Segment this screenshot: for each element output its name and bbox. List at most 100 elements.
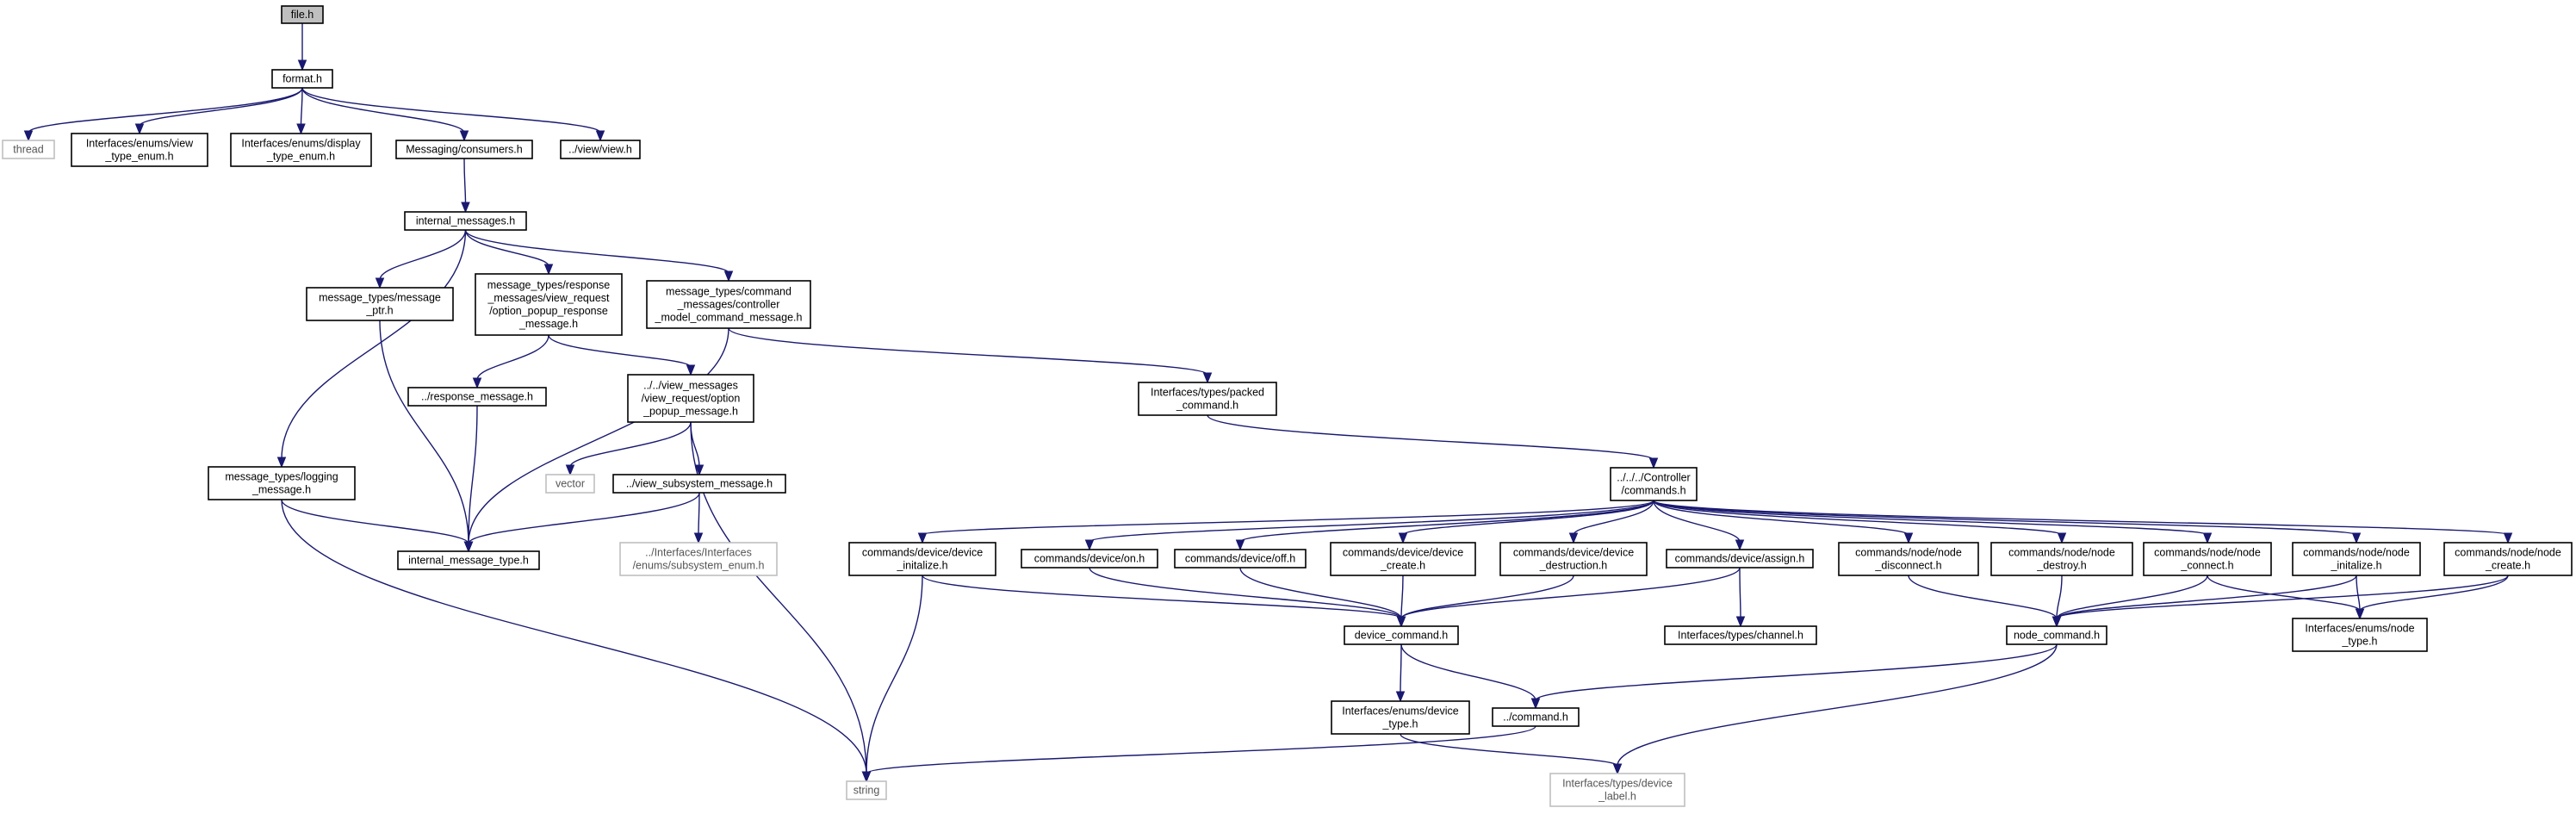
- graph-node-device-command[interactable]: device_command.h: [1344, 625, 1459, 645]
- node-label-line: message_types/command: [666, 286, 791, 298]
- nodes-layer: file.h format.h thread Interfaces/enums/vie…: [2, 5, 2573, 807]
- graph-node-node-command[interactable]: node_command.h: [2006, 625, 2107, 645]
- graph-node-consumers-h[interactable]: Messaging/consumers.h: [395, 140, 533, 159]
- graph-node-node-type[interactable]: Interfaces/enums/node_type.h: [2292, 618, 2428, 652]
- edge-arrowhead: [2503, 532, 2513, 544]
- node-label-line: ../../../Controller: [1617, 472, 1690, 484]
- graph-node-vector[interactable]: vector: [545, 474, 595, 494]
- graph-node-subsystem-enum[interactable]: ../Interfaces/Interfaces/enums/subsystem…: [619, 542, 778, 576]
- graph-node-view-h[interactable]: ../view/view.h: [560, 140, 641, 159]
- node-box: [1331, 700, 1470, 735]
- graph-node-device-off[interactable]: commands/device/off.h: [1174, 549, 1307, 569]
- node-box: [407, 387, 547, 407]
- graph-node-node-connect[interactable]: commands/node/node_connect.h: [2143, 542, 2272, 576]
- graph-node-channel-h[interactable]: Interfaces/types/channel.h: [1664, 625, 1817, 645]
- graph-node-thread[interactable]: thread: [2, 140, 55, 159]
- graph-node-option-popup-response[interactable]: message_types/response_messages/view_req…: [475, 273, 623, 336]
- edge-controller-commands-to-device-on: [1089, 500, 1654, 543]
- edge-arrowhead: [1398, 532, 1408, 544]
- graph-node-device-on[interactable]: commands/device/on.h: [1021, 549, 1158, 569]
- edge-arrowhead: [565, 464, 575, 476]
- graph-node-node-create[interactable]: commands/node/node_create.h: [2443, 542, 2573, 576]
- node-label-line: ../command.h: [1503, 711, 1568, 724]
- edge-device-type-to-device-label: [1400, 733, 1618, 767]
- node-label-line: commands/device/device: [862, 547, 983, 559]
- edge-arrowhead: [1395, 691, 1406, 703]
- edge-controller-commands-to-device-off: [1239, 500, 1654, 543]
- node-box: [2, 140, 55, 159]
- graph-node-controller-commands[interactable]: ../../../Controller/commands.h: [1610, 467, 1698, 501]
- graph-node-device-label[interactable]: Interfaces/types/device_label.h: [1549, 773, 1685, 807]
- edge-controller-commands-to-device-destruction: [1573, 500, 1654, 536]
- node-label-line: _destruction.h: [1539, 560, 1608, 572]
- node-box: [848, 542, 996, 576]
- node-box: [281, 5, 324, 24]
- node-box: [2292, 542, 2421, 576]
- graph-node-node-disconnect[interactable]: commands/node/node_disconnect.h: [1838, 542, 1979, 576]
- node-box: [208, 466, 356, 500]
- graph-node-format-h[interactable]: format.h: [271, 69, 333, 89]
- graph-node-node-initialize[interactable]: commands/node/node_initalize.h: [2292, 542, 2421, 576]
- graph-node-display-type-enum[interactable]: Interfaces/enums/display_type_enum.h: [230, 133, 372, 167]
- graph-node-option-popup-message[interactable]: ../../view_messages/view_request/option_…: [627, 374, 754, 423]
- edge-node-create-to-node-command: [2056, 575, 2509, 619]
- graph-node-node-destroy[interactable]: commands/node/node_destroy.h: [1990, 542, 2133, 576]
- edge-arrowhead: [861, 771, 872, 783]
- graph-node-device-type[interactable]: Interfaces/enums/device_type.h: [1331, 700, 1470, 735]
- node-label-line: _create.h: [2485, 560, 2530, 572]
- node-label-line: Interfaces/enums/device: [1342, 705, 1459, 718]
- edge-arrowhead: [2057, 532, 2067, 544]
- graph-node-command-h[interactable]: ../command.h: [1492, 707, 1580, 727]
- edge-arrowhead: [276, 457, 287, 469]
- node-box: [1330, 542, 1476, 576]
- edge-device-assign-to-device-command: [1400, 567, 1741, 619]
- node-label-line: _ptr.h: [365, 305, 393, 317]
- node-box: [71, 133, 208, 167]
- node-label-line: _disconnect.h: [1874, 560, 1941, 572]
- graph-node-internal-message-type[interactable]: internal_message_type.h: [397, 550, 540, 570]
- edge-node-disconnect-to-node-command: [1908, 575, 2058, 619]
- node-label-line: _label.h: [1598, 791, 1636, 803]
- graph-node-response-message[interactable]: ../response_message.h: [407, 387, 547, 407]
- graph-node-internal-messages-h[interactable]: internal_messages.h: [404, 211, 527, 231]
- node-label-line: /commands.h: [1621, 485, 1685, 497]
- node-label-line: vector: [556, 478, 585, 490]
- graph-node-device-initialize[interactable]: commands/device/device_initalize.h: [848, 542, 996, 576]
- graph-node-logging-message[interactable]: message_types/logging_message.h: [208, 466, 356, 500]
- edge-format-h-to-consumers-h: [301, 87, 465, 134]
- node-box: [1990, 542, 2133, 576]
- graph-node-message-ptr[interactable]: message_types/message_ptr.h: [306, 287, 454, 321]
- graph-node-device-destruction[interactable]: commands/device/device_destruction.h: [1499, 542, 1648, 576]
- node-box: [1549, 773, 1685, 807]
- node-label-line: _initalize.h: [896, 560, 947, 572]
- graph-node-controller-model-cmd[interactable]: message_types/command_messages/controlle…: [646, 280, 811, 329]
- edge-arrowhead: [2051, 616, 2062, 628]
- edge-internal-messages-h-to-logging-message: [281, 229, 467, 460]
- graph-node-device-assign[interactable]: commands/device/assign.h: [1666, 549, 1814, 569]
- graph-node-view-type-enum[interactable]: Interfaces/enums/view_type_enum.h: [71, 133, 208, 167]
- graph-node-view-subsystem-message[interactable]: ../view_subsystem_message.h: [612, 474, 786, 494]
- edge-arrowhead: [1396, 616, 1406, 628]
- edge-option-popup-response-to-option-popup-message: [548, 334, 692, 368]
- edge-node-initialize-to-node-type: [2356, 575, 2361, 612]
- edge-arrowhead: [375, 277, 385, 289]
- edge-packed-command-to-controller-commands: [1207, 414, 1654, 461]
- node-box: [612, 474, 786, 494]
- node-box: [2006, 625, 2107, 645]
- node-label-line: commands/device/assign.h: [1675, 553, 1805, 565]
- edge-device-initialize-to-device-command: [922, 575, 1402, 619]
- node-label-line: ../view_subsystem_message.h: [626, 478, 773, 490]
- graph-node-string[interactable]: string: [846, 780, 887, 800]
- edge-logging-message-to-internal-message-type: [281, 499, 469, 544]
- graph-node-file-h[interactable]: file.h: [281, 5, 324, 24]
- node-label-line: Interfaces/types/packed: [1151, 387, 1264, 399]
- edge-controller-commands-to-device-create: [1402, 500, 1654, 536]
- node-label-line: commands/node/node: [2303, 547, 2410, 559]
- graph-node-device-create[interactable]: commands/device/device_create.h: [1330, 542, 1476, 576]
- node-box: [2443, 542, 2573, 576]
- graph-node-packed-command[interactable]: Interfaces/types/packed_command.h: [1138, 382, 1277, 416]
- edge-arrowhead: [1235, 539, 1245, 551]
- edge-controller-commands-to-node-disconnect: [1653, 500, 1909, 536]
- node-label-line: ../Interfaces/Interfaces: [645, 547, 752, 559]
- edge-arrowhead: [2351, 532, 2362, 544]
